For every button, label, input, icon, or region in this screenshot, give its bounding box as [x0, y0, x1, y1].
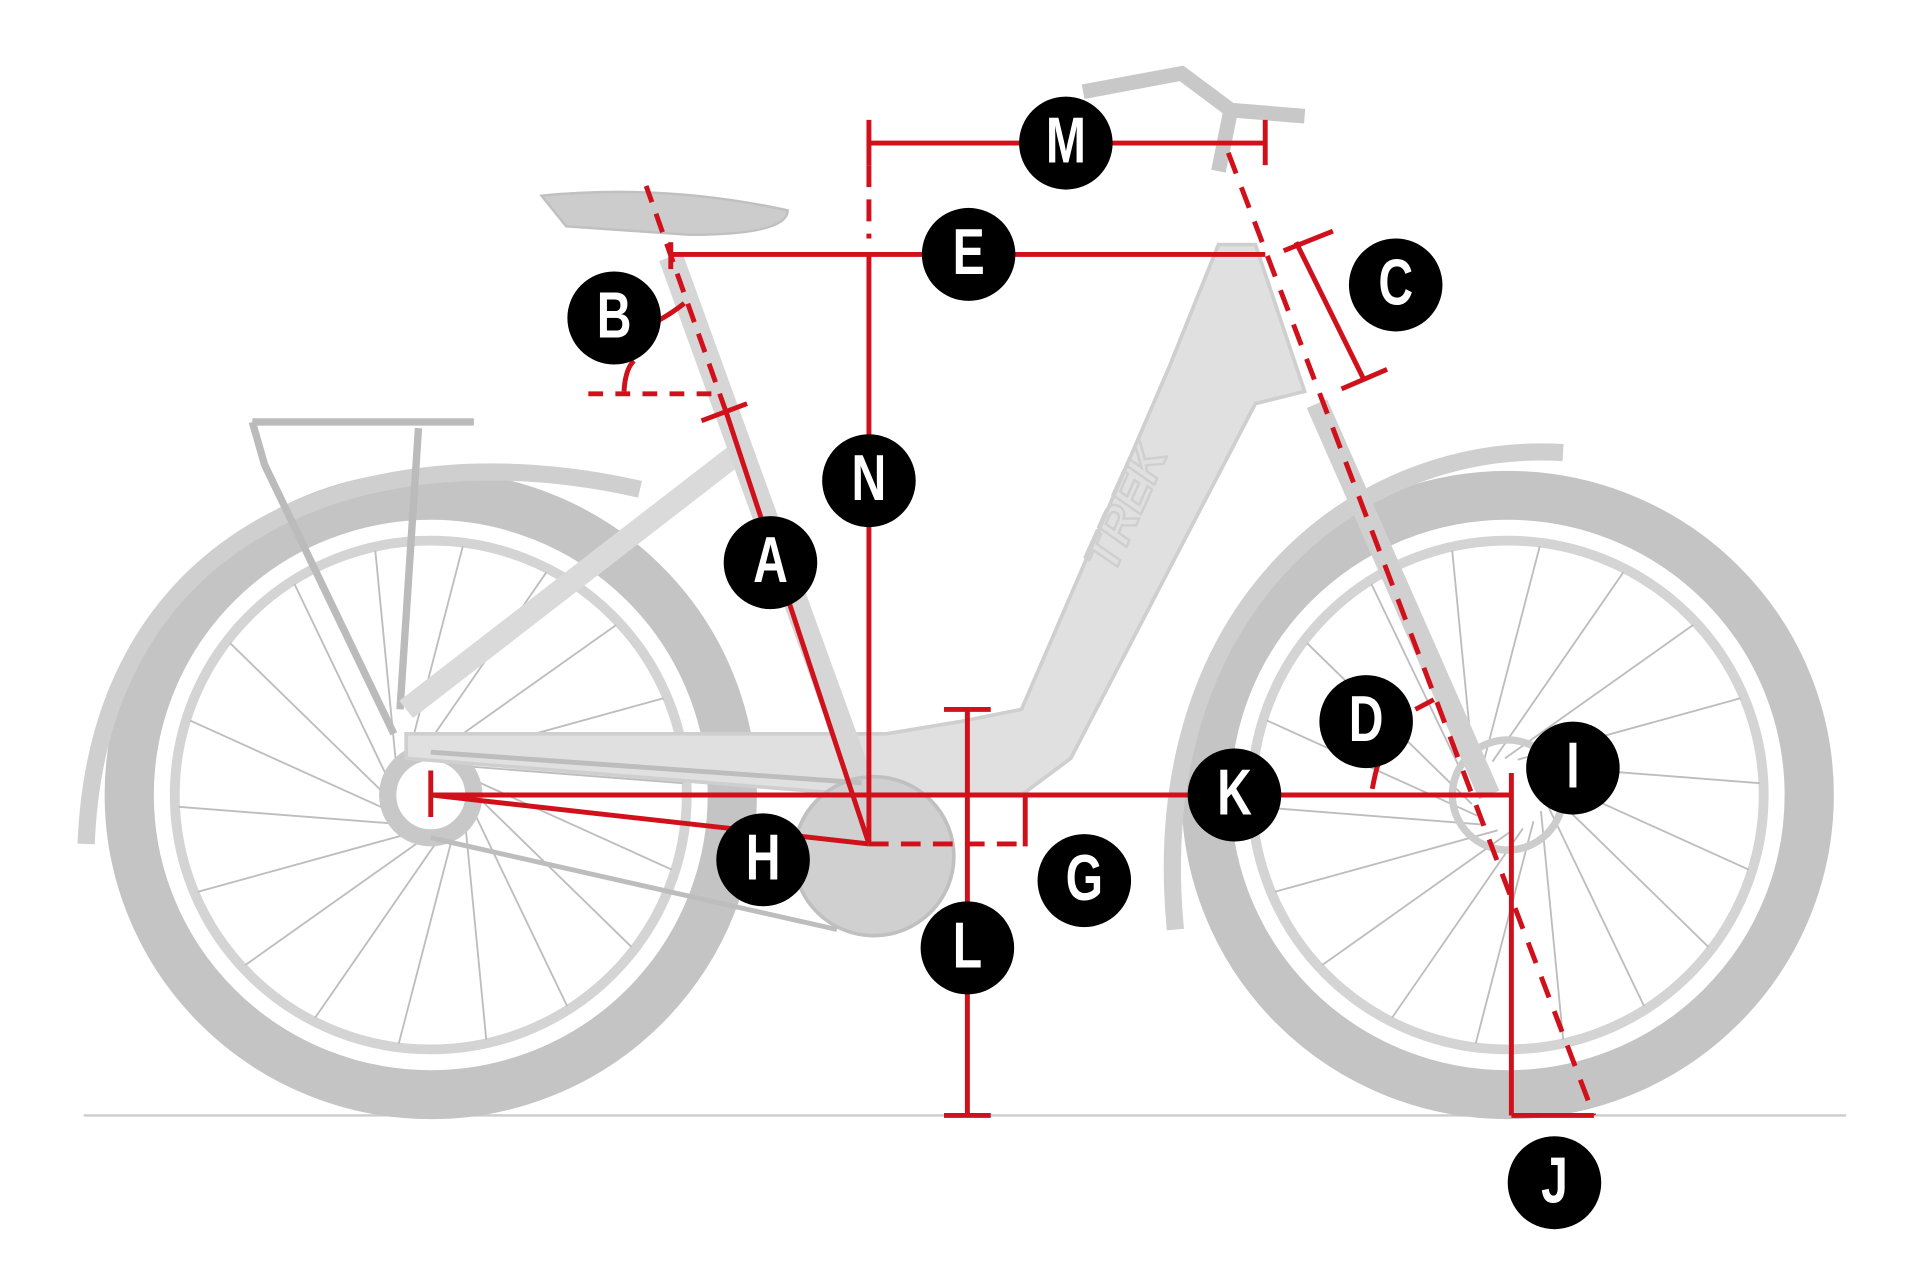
badge-a: A: [723, 516, 818, 610]
badge-circle: [716, 813, 810, 907]
fork: [1306, 399, 1500, 800]
line-i-j: [1508, 772, 1594, 1118]
badge-j: J: [1507, 1136, 1602, 1230]
badge-label: N: [852, 442, 887, 515]
seat-stay: [399, 443, 746, 719]
badge-label: J: [1541, 1144, 1568, 1217]
spoke: [1481, 546, 1541, 769]
badge-circle: [567, 271, 661, 365]
badge-c: C: [1348, 238, 1443, 332]
measurement-badges: A B C D E G H I J K L M N: [567, 96, 1620, 1230]
spoke: [1543, 798, 1645, 1007]
badge-label: M: [1046, 105, 1086, 178]
badge-label: L: [953, 910, 982, 983]
badge-label: I: [1566, 730, 1579, 803]
head-tube-axis: [1226, 152, 1597, 1117]
spoke: [397, 821, 458, 1044]
line-c: [1282, 228, 1389, 392]
badge-i: I: [1526, 721, 1620, 815]
spoke: [414, 571, 548, 763]
badge-label: E: [953, 216, 985, 289]
saddle: [539, 190, 789, 237]
spoke: [229, 642, 396, 805]
badge-k: K: [1187, 748, 1282, 842]
rear-rack: [248, 418, 474, 736]
badge-d: D: [1319, 675, 1413, 769]
badge-circle: [1526, 721, 1620, 815]
seat-tube-axis: [643, 185, 729, 413]
badge-n: N: [822, 434, 916, 528]
motor: [792, 774, 956, 938]
badge-label: C: [1378, 247, 1413, 320]
spoke: [197, 829, 422, 893]
badge-h: H: [716, 813, 810, 907]
badge-m: M: [1019, 96, 1113, 190]
spoke: [1491, 571, 1625, 763]
badge-circle: [1507, 1136, 1602, 1230]
badge-label: K: [1217, 757, 1252, 830]
badge-label: B: [597, 280, 632, 353]
spoke: [244, 830, 435, 966]
badge-circle: [1319, 675, 1413, 769]
spoke: [460, 773, 673, 871]
spoke: [1370, 583, 1472, 792]
line-k: [428, 770, 1512, 818]
badge-circle: [1037, 834, 1132, 928]
spoke: [1255, 805, 1487, 826]
handlebar: [1081, 65, 1306, 173]
spoke: [466, 798, 568, 1007]
badge-circle: [920, 901, 1015, 995]
line-g: [868, 795, 1028, 847]
badge-circle: [1187, 748, 1282, 842]
spoke: [1274, 829, 1498, 893]
spoke: [374, 550, 399, 780]
spoke: [1474, 821, 1535, 1044]
badge-label: H: [746, 822, 781, 895]
badge-label: A: [753, 524, 788, 597]
spoke: [178, 805, 410, 826]
badge-label: D: [1349, 683, 1384, 756]
spoke: [1266, 719, 1478, 817]
badge-circle: [1019, 96, 1113, 190]
badge-e: E: [921, 207, 1016, 301]
badge-label: G: [1066, 842, 1103, 915]
badge-l: L: [920, 901, 1015, 995]
rear-fender: [77, 463, 642, 845]
badge-circle: [921, 207, 1016, 301]
spoke: [1504, 624, 1694, 760]
badge-g: G: [1037, 834, 1132, 928]
spoke: [293, 583, 395, 792]
spoke: [452, 764, 683, 785]
spoke: [314, 827, 447, 1019]
spoke: [1540, 810, 1565, 1040]
front-fender: [1163, 443, 1564, 931]
belt: [430, 749, 862, 932]
badge-circle: [723, 516, 818, 610]
spoke: [1321, 830, 1511, 966]
spoke: [463, 810, 488, 1040]
badge-b: B: [567, 271, 661, 365]
spoke: [1391, 827, 1524, 1019]
spoke: [404, 546, 464, 769]
spoke: [189, 719, 401, 817]
badge-circle: [1348, 238, 1443, 332]
badge-circle: [822, 434, 916, 528]
